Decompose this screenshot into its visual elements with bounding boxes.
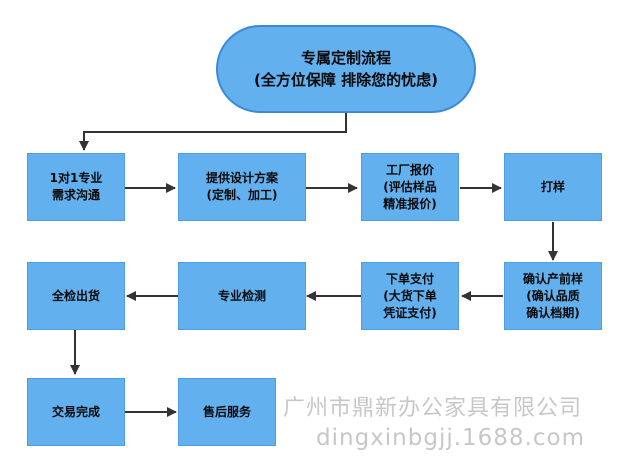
step-label-line: 全检出货: [51, 288, 100, 303]
step-label-line: 下单支付: [385, 271, 434, 286]
step-label-line: 确认档期): [526, 305, 580, 320]
watermark-site: dingxinbgjj.1688.com: [316, 425, 586, 451]
step-label-line: 工厂报价: [385, 162, 434, 177]
step-after-sales-service: 售后服务: [178, 378, 276, 446]
step-label-line: 需求沟通: [51, 188, 100, 202]
step-label-line: 打样: [540, 179, 565, 194]
process-title: 专属定制流程 (全方位保障 排除您的忧虑): [216, 25, 476, 113]
arrow-title-to-step-1: [79, 113, 347, 151]
process-title-subtitle: (全方位保障 排除您的忧虑): [254, 71, 438, 89]
step-confirm-pre-production-sample: 确认产前样 (确认品质 确认档期): [504, 262, 602, 330]
watermark-company: 广州市鼎新办公家具有限公司: [283, 396, 583, 421]
step-label-line: (大货下单: [383, 288, 437, 303]
step-transaction-complete: 交易完成: [27, 378, 125, 446]
step-requirement-communication: 1对1专业 需求沟通: [27, 153, 125, 221]
step-label-line: (确认品质: [526, 288, 580, 303]
step-label-line: (定制、加工): [206, 188, 278, 202]
step-order-payment: 下单支付 (大货下单 凭证支付): [361, 262, 459, 330]
step-label-line: 售后服务: [202, 404, 251, 419]
step-label-line: 确认产前样: [522, 271, 583, 286]
step-factory-quote: 工厂报价 (评估样品 精准报价): [361, 153, 459, 221]
step-label-line: 交易完成: [51, 404, 100, 419]
step-design-proposal: 提供设计方案 (定制、加工): [178, 153, 306, 221]
step-label-line: (评估样品: [383, 179, 437, 194]
step-full-inspection-shipping: 全检出货: [27, 262, 125, 330]
step-professional-inspection: 专业检测: [178, 262, 306, 330]
step-label-line: 凭证支付): [383, 305, 437, 320]
process-title-main: 专属定制流程: [300, 49, 391, 67]
step-sampling: 打样: [504, 153, 602, 221]
step-label-line: 1对1专业: [49, 171, 103, 185]
step-label-line: 专业检测: [217, 288, 266, 303]
step-label-line: 精准报价): [383, 196, 437, 211]
step-label-line: 提供设计方案: [205, 171, 278, 185]
